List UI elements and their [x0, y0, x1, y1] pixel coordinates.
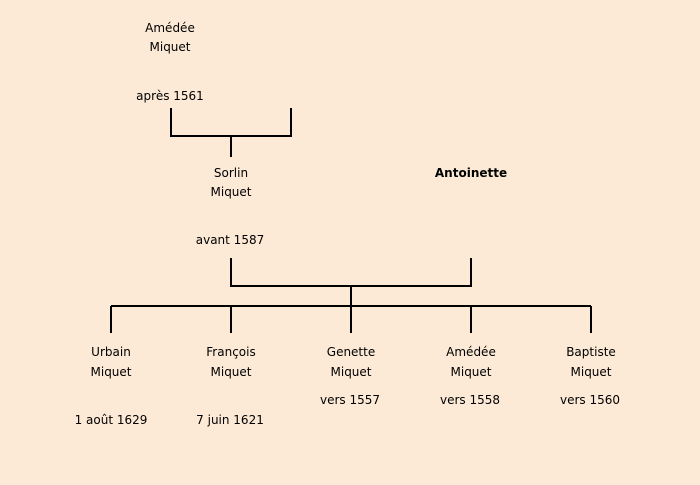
date: vers 1560: [559, 393, 621, 407]
last-name: Miquet: [450, 365, 492, 379]
first-name: Antoinette: [434, 166, 508, 180]
first-name: Amédée: [446, 345, 496, 359]
first-name: Urbain: [91, 345, 131, 359]
date: vers 1557: [319, 393, 381, 407]
last-name: Miquet: [90, 365, 132, 379]
first-name: Baptiste: [566, 345, 616, 359]
last-name: Miquet: [210, 185, 252, 199]
first-name: François: [206, 345, 256, 359]
date: avant 1587: [195, 233, 265, 247]
date: 7 juin 1621: [196, 413, 264, 427]
last-name: Miquet: [210, 365, 252, 379]
last-name: Miquet: [570, 365, 612, 379]
last-name: Miquet: [149, 40, 191, 54]
date: 1 août 1629: [74, 413, 148, 427]
date: vers 1558: [439, 393, 501, 407]
parent-couple-bracket: [230, 258, 472, 287]
date: après 1561: [136, 89, 204, 103]
first-name: Amédée: [145, 21, 195, 35]
grandparent-couple-bracket: [170, 108, 292, 137]
first-name: Sorlin: [213, 166, 249, 180]
last-name: Miquet: [330, 365, 372, 379]
first-name: Genette: [326, 345, 376, 359]
